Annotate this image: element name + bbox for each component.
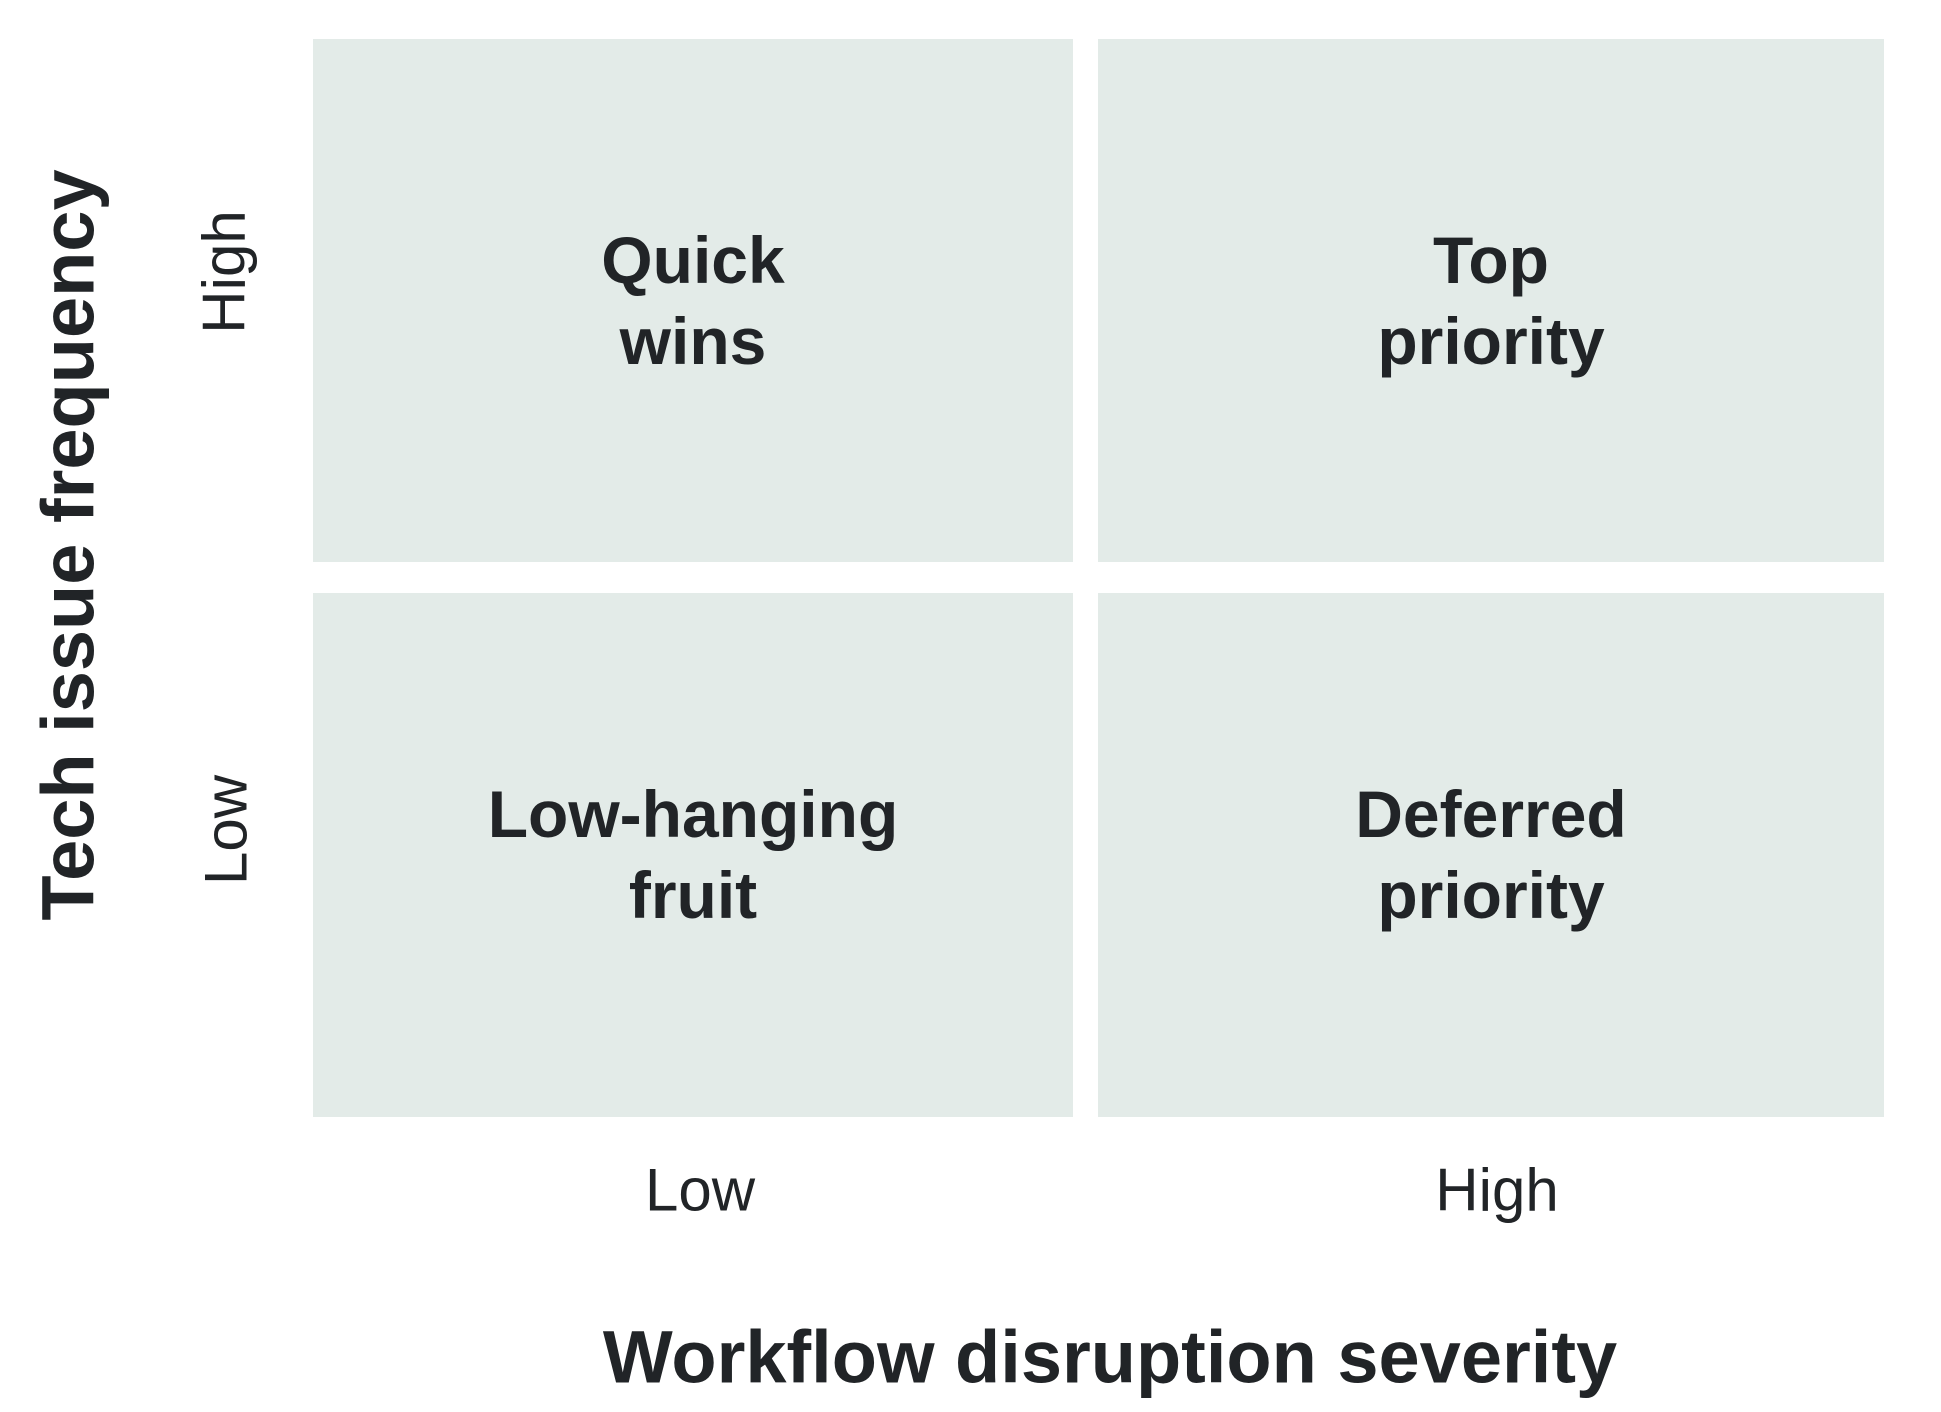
x-axis-tick-high: High [1435, 1156, 1559, 1224]
y-axis-title: Tech issue frequency [26, 169, 110, 921]
quadrant-low-hanging-fruit: Low-hanging fruit [313, 593, 1073, 1117]
quadrant-deferred-priority: Deferred priority [1098, 593, 1884, 1117]
y-axis-tick-high: High [190, 210, 258, 334]
quadrant-quick-wins: Quick wins [313, 39, 1073, 562]
y-axis-tick-low: Low [192, 774, 260, 886]
x-axis-tick-low: Low [644, 1156, 756, 1224]
quadrant-low-hanging-fruit-label: Low-hanging fruit [487, 777, 899, 932]
quadrant-deferred-priority-label: Deferred priority [1355, 777, 1627, 932]
quadrant-grid: Quick wins Top priority Low-hanging frui… [313, 39, 1884, 1117]
quadrant-top-priority: Top priority [1098, 39, 1884, 562]
quadrant-quick-wins-label: Quick wins [601, 222, 785, 378]
x-axis-title: Workflow disruption severity [602, 1315, 1618, 1399]
quadrant-top-priority-label: Top priority [1377, 222, 1605, 378]
